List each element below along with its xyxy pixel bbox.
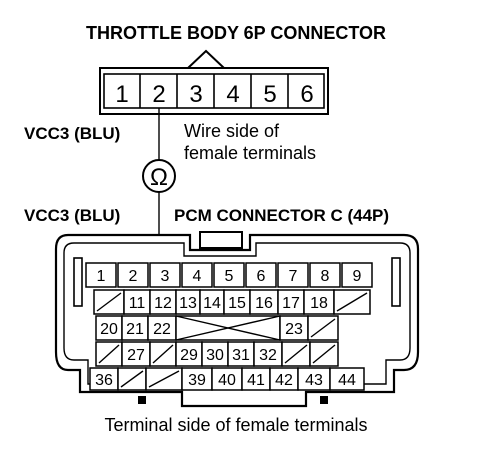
terminal-1: 1 — [97, 268, 106, 285]
terminal-cell-14 — [199, 289, 225, 315]
blank-cavity-slash — [120, 370, 144, 388]
terminal-3: 3 — [161, 268, 170, 285]
terminal-6p-6: 6 — [300, 81, 313, 108]
terminal-2: 2 — [129, 268, 138, 285]
blank-cavity-slash — [148, 370, 180, 388]
terminal-cell-22 — [147, 315, 177, 341]
terminal-36: 36 — [95, 372, 113, 389]
terminal-cell-6 — [245, 262, 277, 288]
terminal-40: 40 — [218, 372, 236, 389]
terminal-17: 17 — [282, 295, 300, 312]
terminal-21: 21 — [126, 321, 144, 338]
terminal-cell-11 — [123, 289, 151, 315]
terminal-cell-4 — [181, 262, 213, 288]
terminal-18: 18 — [310, 295, 328, 312]
terminal-cell-30 — [201, 341, 229, 367]
terminal-side-label: Terminal side of female terminals — [104, 415, 367, 435]
terminal-16: 16 — [255, 295, 273, 312]
terminal-6p-4: 4 — [226, 81, 239, 108]
terminal-31: 31 — [232, 347, 250, 364]
terminal-20: 20 — [100, 321, 118, 338]
terminal-44: 44 — [338, 372, 356, 389]
terminal-cell-1 — [85, 262, 117, 288]
terminal-15: 15 — [228, 295, 246, 312]
terminal-30: 30 — [206, 347, 224, 364]
terminal-cell-5 — [213, 262, 245, 288]
terminal-12: 12 — [154, 295, 172, 312]
terminal-6p-2: 2 — [152, 81, 165, 108]
terminal-cell-32 — [253, 341, 283, 367]
terminal-6p-5: 5 — [263, 81, 276, 108]
terminal-cell-15 — [223, 289, 251, 315]
terminal-41: 41 — [247, 372, 265, 389]
wire-side-label-line1: Wire side of — [184, 121, 280, 141]
terminal-11: 11 — [129, 295, 146, 312]
blank-cavity-slash — [152, 344, 174, 364]
blank-cavity-slash — [284, 344, 308, 364]
terminal-cell-3 — [149, 262, 181, 288]
ohmmeter-symbol: Ω — [142, 159, 176, 193]
vcc3-label-lower: VCC3 (BLU) — [24, 206, 120, 225]
blank-cavity-slash — [96, 292, 122, 312]
terminal-27: 27 — [127, 347, 145, 364]
wire-side-label-line2: female terminals — [184, 143, 316, 163]
blank-cavity-slash — [336, 292, 368, 312]
terminal-42: 42 — [275, 372, 293, 389]
blank-cavity-slash — [98, 344, 120, 364]
terminal-cell-20 — [95, 315, 123, 341]
terminal-14: 14 — [203, 295, 221, 312]
terminal-7: 7 — [289, 268, 298, 285]
terminal-6: 6 — [257, 268, 266, 285]
connector-latch — [187, 49, 225, 69]
terminal-cell-2 — [117, 262, 149, 288]
terminal-39: 39 — [188, 372, 206, 389]
blank-cavity-slash — [312, 344, 336, 364]
terminal-13: 13 — [179, 295, 197, 312]
terminal-6p-1: 1 — [115, 81, 128, 108]
terminal-cell-7 — [277, 262, 309, 288]
vcc3-label-upper: VCC3 (BLU) — [24, 124, 120, 143]
terminal-8: 8 — [321, 268, 330, 285]
blocked-cross-b — [175, 315, 281, 341]
blank-cavity-slash — [310, 318, 336, 338]
terminal-23: 23 — [285, 321, 303, 338]
terminal-cell-12 — [149, 289, 177, 315]
terminal-cell-44 — [329, 367, 365, 391]
terminal-9: 9 — [353, 268, 362, 285]
terminal-cell-8 — [309, 262, 341, 288]
terminal-cell-9 — [341, 262, 373, 288]
terminal-5: 5 — [225, 268, 234, 285]
terminal-cell-16 — [249, 289, 279, 315]
ohm-icon: Ω — [150, 164, 168, 191]
terminal-22: 22 — [153, 321, 171, 338]
throttle-body-connector-title: THROTTLE BODY 6P CONNECTOR — [86, 23, 386, 43]
terminal-4: 4 — [193, 268, 202, 285]
terminal-43: 43 — [305, 372, 323, 389]
six-pin-connector: 1 2 3 4 5 6 — [99, 67, 329, 115]
terminal-6p-3: 3 — [189, 81, 202, 108]
pcm-connector-title: PCM CONNECTOR C (44P) — [174, 206, 389, 225]
terminal-32: 32 — [259, 347, 277, 364]
terminal-cell-23 — [279, 315, 309, 341]
terminal-29: 29 — [180, 347, 198, 364]
